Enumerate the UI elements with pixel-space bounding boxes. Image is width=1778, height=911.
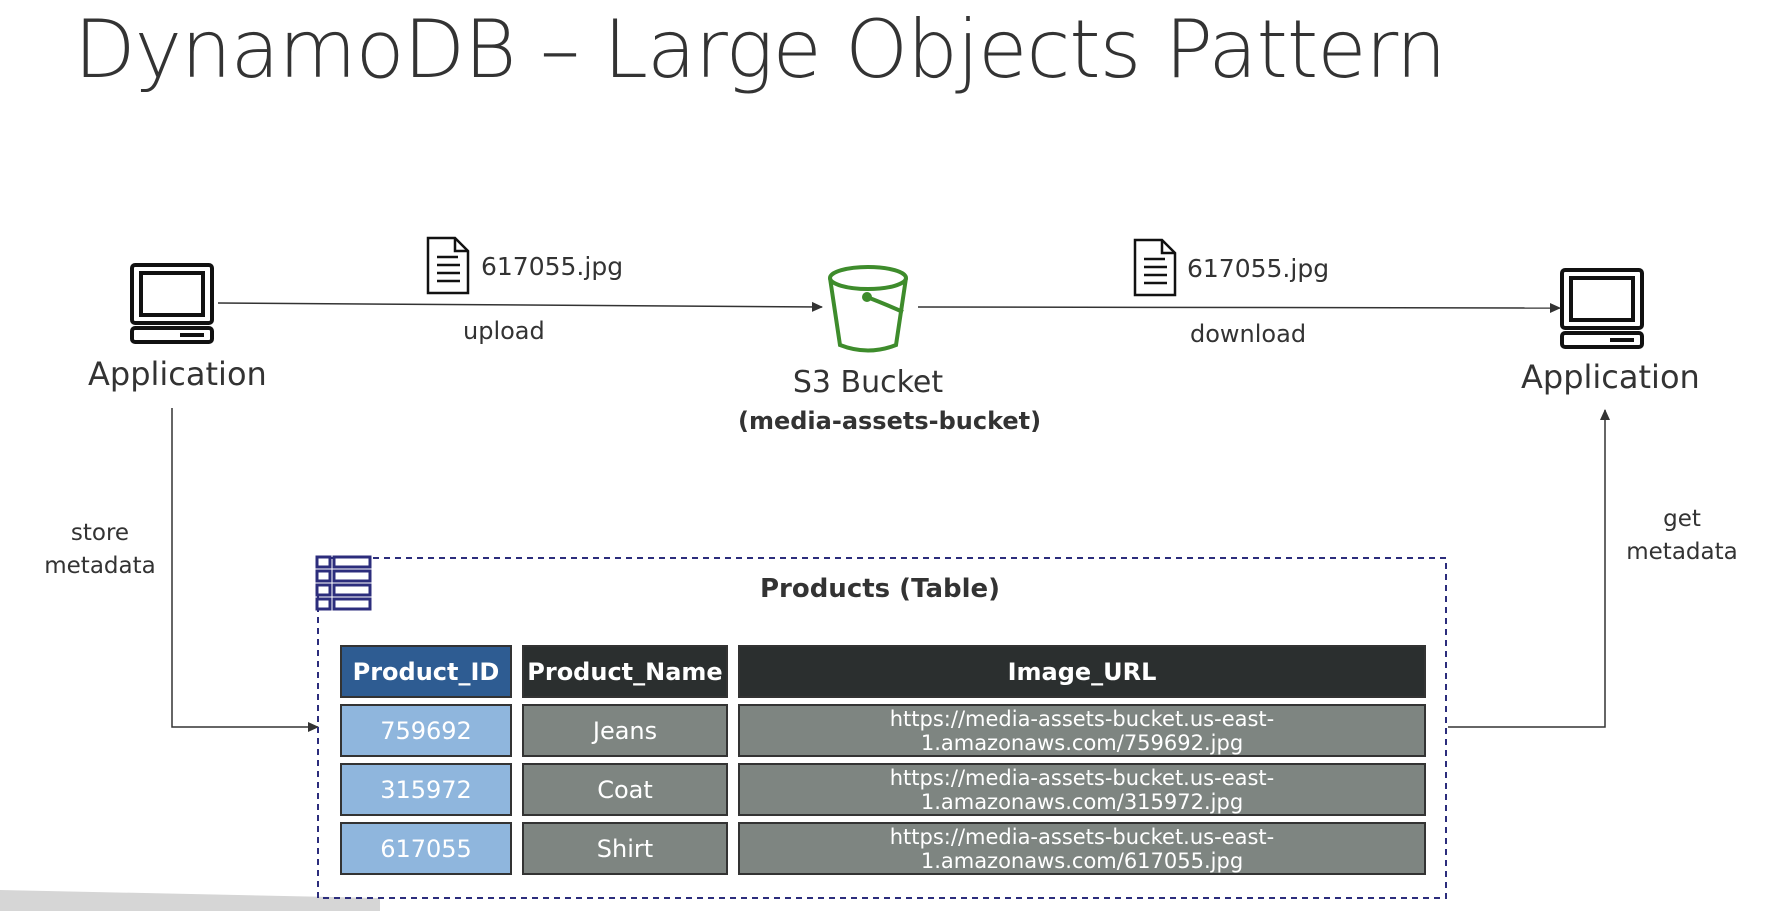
get-metadata-arrow: [1448, 409, 1610, 728]
computer-icon: [130, 263, 214, 344]
decorative-wedge: [0, 890, 380, 911]
s3-bucket-icon: [828, 265, 908, 353]
dynamodb-table-boundary: [317, 557, 1447, 899]
cell-image-url: https://media-assets-bucket.us-east-1.am…: [738, 704, 1426, 757]
cell-product-id: 315972: [340, 763, 512, 816]
download-arrow: [917, 302, 1561, 313]
table-header-row: Product_ID Product_Name Image_URL: [340, 645, 1426, 698]
cell-product-name: Jeans: [522, 704, 728, 757]
bucket-sublabel: (media-assets-bucket): [738, 407, 1042, 435]
store-metadata-line2: metadata: [44, 553, 156, 580]
upload-file-label: 617055.jpg: [481, 252, 624, 281]
cell-product-name: Coat: [522, 763, 728, 816]
column-header-image-url: Image_URL: [738, 645, 1426, 698]
upload-label: upload: [463, 317, 545, 345]
document-icon: [1133, 238, 1177, 297]
cell-product-name: Shirt: [522, 822, 728, 875]
products-table: Product_ID Product_Name Image_URL 759692…: [330, 639, 1436, 881]
upload-arrow: [217, 301, 823, 312]
store-metadata-line1: store: [70, 520, 130, 546]
bucket-label: S3 Bucket: [792, 365, 944, 400]
column-header-product-name: Product_Name: [522, 645, 728, 698]
computer-icon: [1560, 268, 1644, 349]
cell-image-url: https://media-assets-bucket.us-east-1.am…: [738, 763, 1426, 816]
cell-image-url: https://media-assets-bucket.us-east-1.am…: [738, 822, 1426, 875]
store-metadata-arrow: [171, 408, 319, 732]
cell-product-id: 617055: [340, 822, 512, 875]
store-metadata-label: store metadata: [40, 517, 160, 584]
app-left-label: Application: [88, 355, 267, 393]
table-row: 315972 Coat https://media-assets-bucket.…: [340, 763, 1426, 816]
download-file-label: 617055.jpg: [1187, 254, 1330, 283]
column-header-product-id: Product_ID: [340, 645, 512, 698]
get-metadata-label: get metadata: [1622, 503, 1742, 570]
document-icon: [426, 236, 470, 295]
cell-product-id: 759692: [340, 704, 512, 757]
table-row: 617055 Shirt https://media-assets-bucket…: [340, 822, 1426, 875]
table-caption: Products (Table): [759, 574, 1001, 604]
dynamodb-table-icon: [315, 555, 372, 611]
get-metadata-line2: metadata: [1626, 539, 1738, 566]
download-label: download: [1190, 320, 1307, 348]
page-title: DynamoDB – Large Objects Pattern: [74, 3, 1447, 96]
table-row: 759692 Jeans https://media-assets-bucket…: [340, 704, 1426, 757]
app-right-label: Application: [1521, 358, 1700, 396]
get-metadata-line1: get: [1663, 506, 1701, 532]
